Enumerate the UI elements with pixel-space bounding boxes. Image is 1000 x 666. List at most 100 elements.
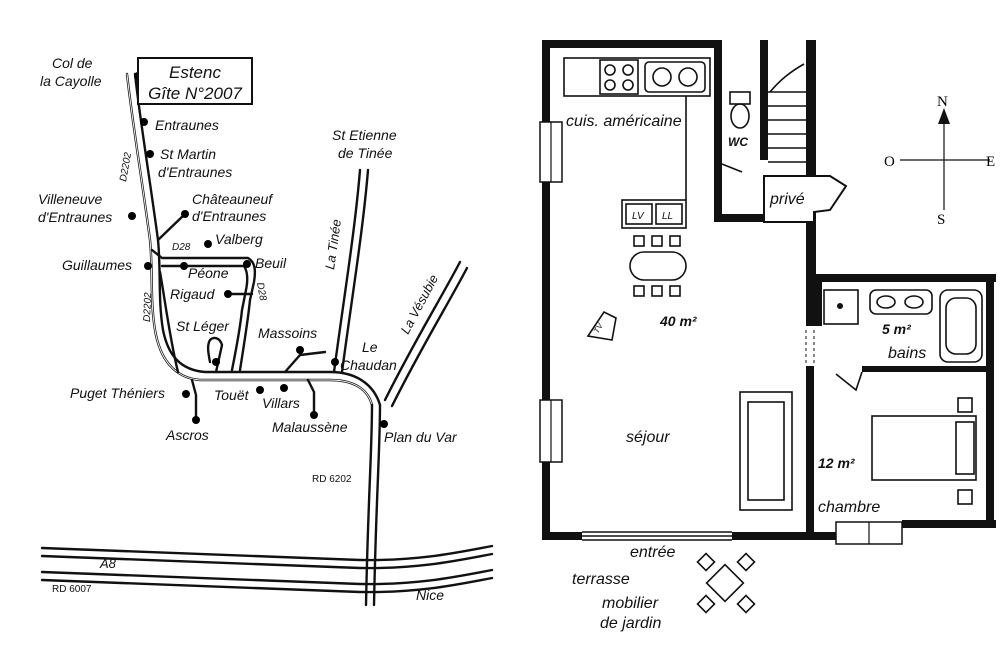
road-rd6202 bbox=[364, 403, 382, 607]
place-villeneuve-line2: d'Entraunes bbox=[38, 209, 112, 225]
place-chateauneuf-line2: d'Entraunes bbox=[192, 208, 266, 224]
prive-door bbox=[763, 175, 848, 223]
garden-furniture bbox=[696, 552, 756, 614]
town-dot bbox=[380, 420, 388, 428]
place-st-martin-line2: d'Entraunes bbox=[158, 164, 232, 180]
road-ascros bbox=[190, 378, 198, 422]
room-prive: privé bbox=[769, 191, 805, 208]
room-bains: bains bbox=[888, 345, 926, 362]
road-label-d28-side: D28 bbox=[254, 282, 268, 302]
town-dot bbox=[140, 118, 148, 126]
road-a8 bbox=[40, 544, 494, 594]
place-rigaud: Rigaud bbox=[170, 286, 216, 302]
town-dot bbox=[310, 411, 318, 419]
kitchen-counter bbox=[563, 57, 711, 229]
compass-south: S bbox=[937, 212, 945, 228]
bay-window-entree bbox=[582, 531, 732, 541]
road-label-la-tinee: La Tinée bbox=[322, 218, 344, 270]
road-label-rd6202: RD 6202 bbox=[312, 474, 352, 485]
room-wc: WC bbox=[728, 135, 748, 149]
label-mobilier-line1: mobilier bbox=[602, 595, 659, 612]
town-dot bbox=[181, 210, 189, 218]
road-label-a8: A8 bbox=[99, 556, 117, 571]
road-label-d2202-mid: D2202 bbox=[142, 292, 154, 322]
room-kitchen: cuis. américaine bbox=[566, 113, 682, 130]
appliance-lv: LV bbox=[632, 211, 645, 222]
town-dots bbox=[128, 72, 388, 428]
town-dot bbox=[180, 262, 188, 270]
river-la-vesubie bbox=[383, 260, 469, 408]
road-label-d2202-top: D2202 bbox=[118, 151, 134, 182]
gite-title-line1: Estenc bbox=[169, 63, 221, 82]
compass-west: O bbox=[884, 154, 895, 170]
place-plan-du-var: Plan du Var bbox=[384, 429, 458, 445]
road-d28 bbox=[150, 212, 257, 374]
place-le-chaudan-line2: Chaudan bbox=[340, 357, 397, 373]
room-sejour-area: 40 m² bbox=[659, 313, 697, 329]
label-terrasse: terrasse bbox=[572, 571, 630, 588]
dining-table bbox=[629, 235, 687, 297]
room-chambre-area: 12 m² bbox=[818, 455, 855, 471]
town-dot bbox=[243, 260, 251, 268]
town-dot bbox=[212, 358, 220, 366]
place-valberg: Valberg bbox=[215, 231, 263, 247]
place-col-line2: la Cayolle bbox=[40, 73, 102, 89]
town-dot bbox=[256, 386, 264, 394]
window-chambre bbox=[835, 521, 903, 545]
town-dot bbox=[224, 290, 232, 298]
road-malaussene bbox=[306, 378, 316, 417]
town-dot bbox=[128, 212, 136, 220]
room-sejour: séjour bbox=[626, 429, 670, 446]
room-bath-area: 5 m² bbox=[882, 321, 911, 337]
gite-title-line2: Gîte N°2007 bbox=[148, 84, 242, 103]
compass-north: N bbox=[937, 94, 948, 110]
place-guillaumes: Guillaumes bbox=[62, 257, 132, 273]
label-entree: entrée bbox=[630, 544, 675, 561]
place-peone: Péone bbox=[188, 265, 229, 281]
bathroom-fixtures bbox=[823, 289, 983, 392]
wc-toilet bbox=[721, 91, 751, 173]
bed bbox=[871, 397, 977, 505]
window-left-upper bbox=[539, 121, 563, 183]
town-dot bbox=[182, 390, 190, 398]
sofa bbox=[739, 391, 793, 511]
label-mobilier-line2: de jardin bbox=[600, 615, 661, 632]
place-st-etienne-line1: St Etienne bbox=[332, 127, 397, 143]
stairs bbox=[768, 63, 806, 163]
place-col-line1: Col de bbox=[52, 55, 93, 71]
place-entraunes: Entraunes bbox=[155, 117, 219, 133]
window-left-lower bbox=[539, 399, 563, 463]
road-label-d28-top: D28 bbox=[172, 242, 191, 253]
place-st-leger: St Léger bbox=[176, 318, 230, 334]
gite-title-box bbox=[137, 57, 253, 105]
road-map: Estenc Gîte N°2007 Col de la Cayolle Ent… bbox=[38, 55, 494, 607]
place-st-martin-line1: St Martin bbox=[160, 146, 216, 162]
floor-plan: LV LL TV bbox=[539, 40, 996, 632]
town-dot bbox=[204, 240, 212, 248]
town-dot bbox=[146, 150, 154, 158]
place-beuil: Beuil bbox=[255, 255, 287, 271]
place-st-etienne-line2: de Tinée bbox=[338, 145, 393, 161]
place-touet: Touët bbox=[214, 387, 250, 403]
place-villars: Villars bbox=[262, 395, 300, 411]
north-arrow-icon bbox=[938, 108, 950, 124]
appliance-ll: LL bbox=[662, 211, 673, 222]
road-d2202 bbox=[125, 72, 382, 407]
place-le-chaudan-line1: Le bbox=[362, 339, 378, 355]
place-villeneuve-line1: Villeneuve bbox=[38, 191, 103, 207]
town-dot bbox=[331, 358, 339, 366]
town-dot bbox=[144, 262, 152, 270]
road-massoins bbox=[283, 350, 327, 374]
place-malaussene: Malaussène bbox=[272, 419, 348, 435]
road-label-rd6007: RD 6007 bbox=[52, 584, 92, 595]
tv-icon: TV bbox=[586, 310, 617, 341]
place-ascros: Ascros bbox=[165, 427, 209, 443]
town-dot bbox=[192, 416, 200, 424]
place-massoins: Massoins bbox=[258, 325, 317, 341]
river-la-tinee bbox=[332, 168, 370, 374]
compass-east: E bbox=[986, 154, 995, 170]
room-chambre: chambre bbox=[818, 499, 880, 516]
place-puget-theniers: Puget Théniers bbox=[70, 385, 165, 401]
place-nice: Nice bbox=[416, 587, 444, 603]
